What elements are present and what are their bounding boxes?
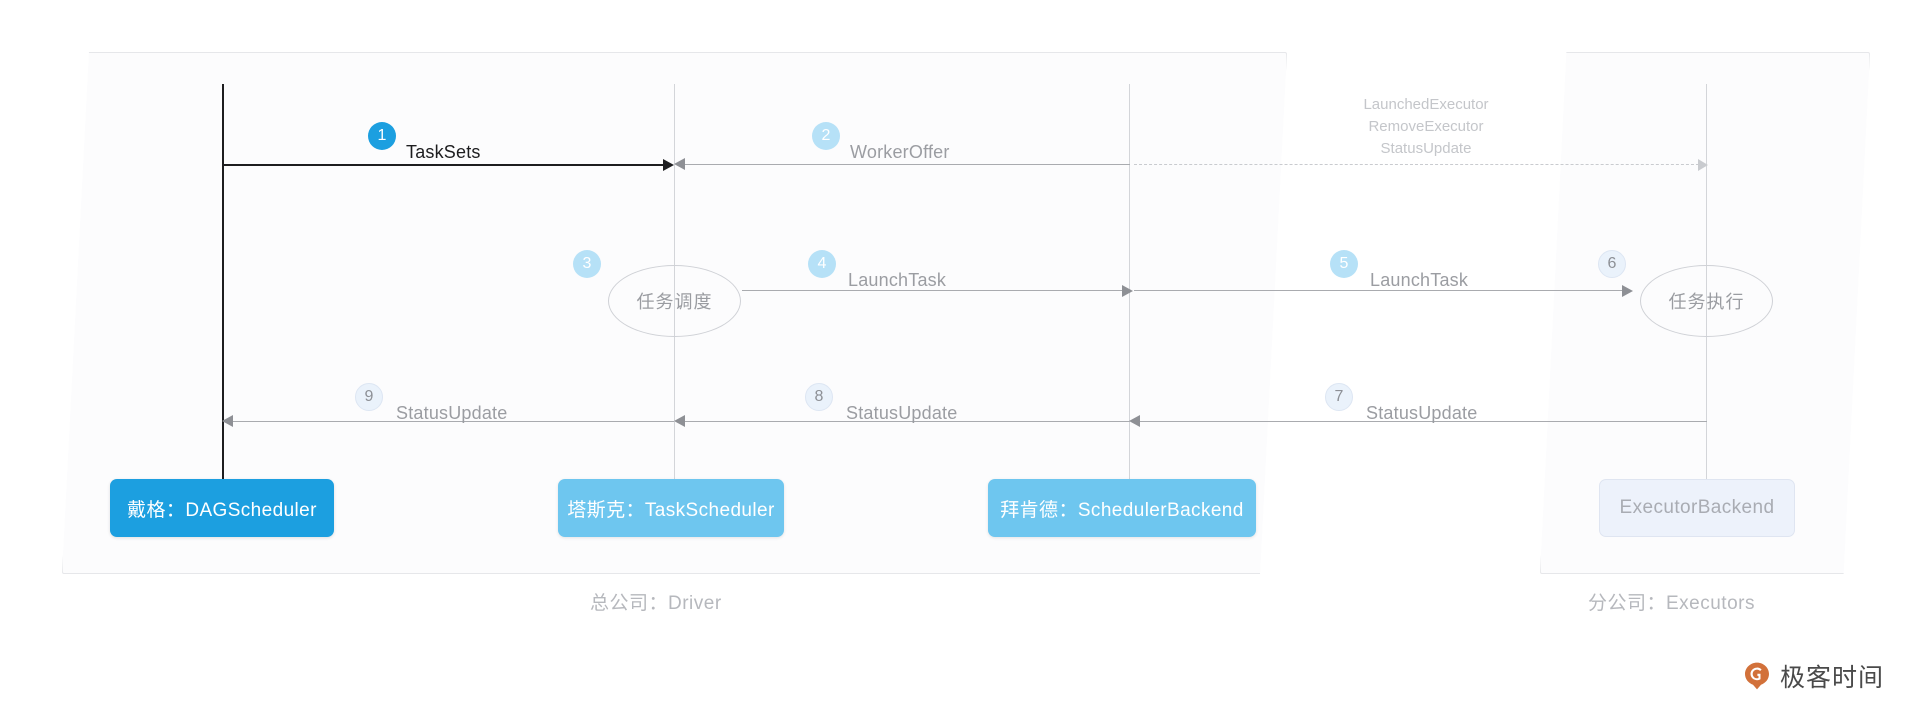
arrow-statusupdate-9: [226, 421, 674, 422]
arrow-statusupdate-7-head: [1129, 415, 1140, 427]
message-label-statusupdate-8: StatusUpdate: [846, 403, 958, 423]
arrow-launchtask-driver-head: [1122, 285, 1133, 297]
arrow-tasksets: [222, 164, 670, 166]
arrow-workeroffer: [678, 164, 1130, 165]
arrow-statusupdate-8: [678, 421, 1130, 422]
step-badge-3: 3: [573, 250, 601, 278]
step-badge-2: 2: [812, 122, 840, 150]
arrow-tasksets-head: [663, 159, 674, 171]
message-label-workeroffer: WorkerOffer: [850, 142, 950, 162]
message-label-statusupdate-7: StatusUpdate: [1366, 403, 1478, 423]
message-label-tasksets: TaskSets: [406, 142, 481, 162]
arrow-executor-events-dashed: [1134, 164, 1704, 165]
step-badge-5: 5: [1330, 250, 1358, 278]
step-badge-7: 7: [1325, 383, 1353, 411]
actor-executorbackend[interactable]: ExecutorBackend: [1599, 479, 1795, 537]
arrow-executor-events-head: [1698, 159, 1708, 171]
step-badge-9: 9: [355, 383, 383, 411]
arrow-statusupdate-7: [1134, 421, 1707, 422]
step-badge-8: 8: [805, 383, 833, 411]
panel-executors-caption: 分公司：Executors: [1588, 593, 1755, 614]
step-badge-4: 4: [808, 250, 836, 278]
executor-event-notes: LaunchedExecutor RemoveExecutor StatusUp…: [1316, 94, 1536, 160]
note-status-update: StatusUpdate: [1380, 140, 1472, 157]
watermark: 极客时间: [1742, 658, 1884, 694]
watermark-text: 极客时间: [1779, 663, 1884, 692]
actor-dagscheduler[interactable]: 戴格：DAGScheduler: [110, 479, 334, 537]
arrow-statusupdate-9-head: [222, 415, 233, 427]
panel-driver-caption: 总公司：Driver: [590, 593, 722, 614]
message-label-launchtask-driver: LaunchTask: [848, 270, 947, 290]
activity-task-execution: 任务执行: [1640, 265, 1773, 337]
lifeline-schedulerbackend: [1129, 84, 1130, 479]
note-remove-executor: RemoveExecutor: [1368, 118, 1484, 135]
arrow-launchtask-executor: [1134, 290, 1629, 291]
step-badge-1: 1: [368, 122, 396, 150]
message-label-statusupdate-9: StatusUpdate: [396, 403, 508, 423]
activity-task-scheduling: 任务调度: [608, 265, 741, 337]
actor-schedulerbackend[interactable]: 拜肯德：SchedulerBackend: [988, 479, 1256, 537]
geekbang-logo-icon: [1742, 661, 1772, 691]
message-label-launchtask-executor: LaunchTask: [1370, 270, 1469, 290]
arrow-workeroffer-head: [674, 158, 685, 170]
actor-taskscheduler[interactable]: 塔斯克：TaskScheduler: [558, 479, 784, 537]
lifeline-dagscheduler: [222, 84, 224, 479]
step-badge-6: 6: [1598, 250, 1626, 278]
arrow-launchtask-driver: [742, 290, 1130, 291]
arrow-launchtask-executor-head: [1622, 285, 1633, 297]
note-launched-executor: LaunchedExecutor: [1363, 96, 1489, 113]
arrow-statusupdate-8-head: [674, 415, 685, 427]
